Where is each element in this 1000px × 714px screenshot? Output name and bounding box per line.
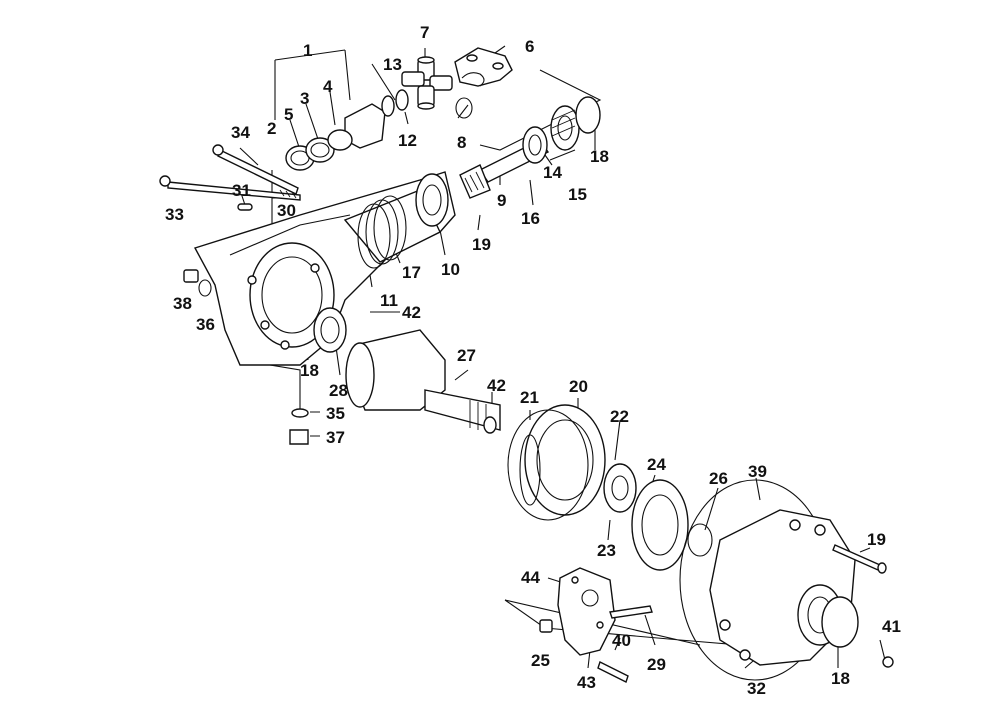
callout-15: 15 [568,185,587,204]
callout-7: 7 [420,23,429,42]
callout-12: 12 [398,131,417,150]
callout-18b: 18 [300,361,319,380]
callout-29: 29 [647,655,666,674]
callout-21: 21 [520,388,539,407]
callout-14: 14 [543,163,562,182]
pinion-flange-assembly [285,47,601,199]
callout-18a: 18 [590,147,609,166]
callout-20: 20 [569,377,588,396]
callout-6: 6 [525,37,534,56]
callout-42a: 42 [402,303,421,322]
callout-4: 4 [323,77,333,96]
callout-35: 35 [326,404,345,423]
callout-24: 24 [647,455,666,474]
callout-43: 43 [577,673,596,692]
callout-18c: 18 [831,669,850,688]
callout-30: 30 [277,201,296,220]
callout-5: 5 [284,105,293,124]
callout-2: 2 [267,119,276,138]
callout-42b: 42 [487,376,506,395]
callout-41: 41 [882,617,901,636]
callout-39: 39 [748,462,767,481]
callout-22: 22 [610,407,629,426]
callout-36: 36 [196,315,215,334]
callout-31: 31 [232,181,251,200]
callout-28: 28 [329,381,348,400]
ring-gear-assembly [507,404,713,571]
callout-34: 34 [231,123,250,142]
differential-housing [159,144,456,445]
callout-26: 26 [709,469,728,488]
callout-8: 8 [457,133,466,152]
callout-17: 17 [402,263,421,282]
differential-case [345,329,501,434]
callout-3: 3 [300,89,309,108]
callout-10: 10 [441,260,460,279]
callout-37: 37 [326,428,345,447]
callout-16: 16 [521,209,540,228]
axle-cover [679,479,894,681]
callout-40: 40 [612,631,631,650]
mount-bracket [539,567,653,683]
callout-27: 27 [457,346,476,365]
callout-11: 11 [380,291,398,310]
callout-33: 33 [165,205,184,224]
callout-1: 1 [303,41,312,60]
callout-19b: 19 [867,530,886,549]
callout-19a: 19 [472,235,491,254]
callout-25: 25 [531,651,550,670]
callout-23: 23 [597,541,616,560]
callout-13: 13 [383,55,402,74]
callout-32: 32 [747,679,766,698]
callout-labels: 1 2 3 4 5 6 7 8 9 10 11 12 13 14 15 16 1… [165,23,901,698]
callout-44: 44 [521,568,540,587]
callout-9: 9 [497,191,506,210]
callout-38: 38 [173,294,192,313]
